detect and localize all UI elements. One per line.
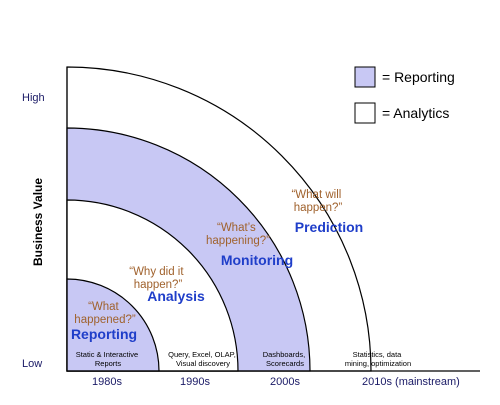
y-axis-title: Business Value [31, 178, 45, 266]
question-what-will-happen: “What will happen?” [291, 189, 344, 214]
legend-analytics-swatch [354, 102, 376, 124]
stage-label-prediction: Prediction [295, 219, 363, 235]
legend-reporting-label: = Reporting [382, 69, 455, 85]
ring-reporting [66, 278, 160, 372]
x-label-1990s: 1990s [180, 376, 210, 388]
x-label-1980s: 1980s [92, 376, 122, 388]
stage-label-analysis: Analysis [147, 288, 205, 304]
y-axis-high: High [22, 92, 45, 104]
legend-analytics-label: = Analytics [382, 105, 449, 121]
footnote-reporting: Static & Interactive Reports [76, 350, 141, 368]
question-what-happened: “What happened?” [74, 301, 136, 326]
footnote-analysis: Query, Excel, OLAP, Visual discovery [168, 350, 238, 368]
footnote-prediction: Statistics, data mining, optimization [345, 350, 411, 368]
footnote-monitoring: Dashboards, Scorecards [263, 350, 308, 368]
x-label-2010s: 2010s (mainstream) [362, 376, 460, 388]
stage-label-reporting: Reporting [71, 326, 137, 342]
y-axis-low: Low [22, 358, 42, 370]
question-why-did-it-happen: “Why did it happen?” [129, 266, 187, 291]
legend-reporting-swatch [354, 66, 376, 88]
question-whats-happening: “What’s happening?” [206, 222, 270, 247]
x-label-2000s: 2000s [270, 376, 300, 388]
stage-label-monitoring: Monitoring [221, 252, 293, 268]
